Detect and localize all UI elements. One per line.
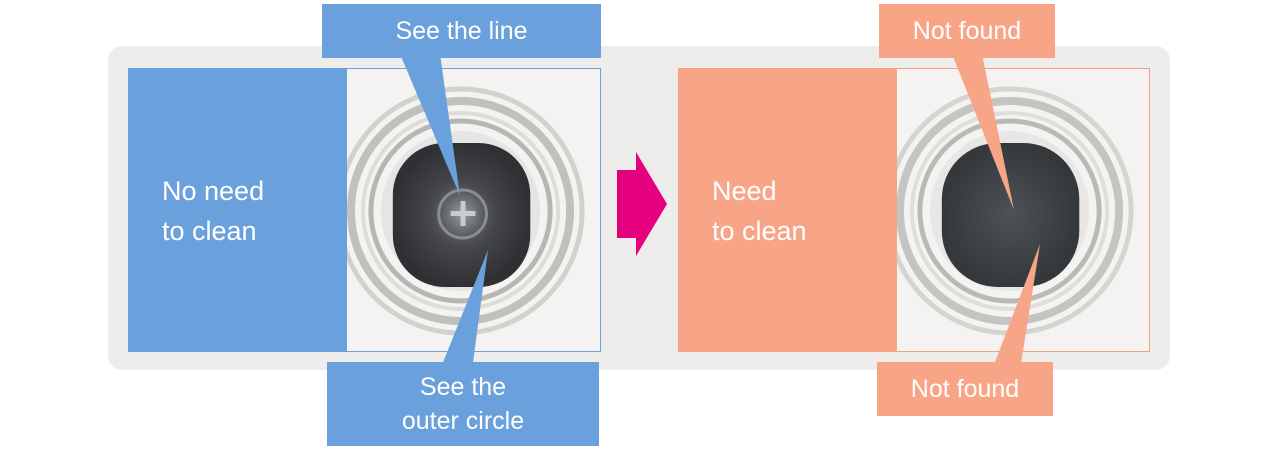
see-line-callout: See the line [322, 4, 601, 58]
dirty-lens-image [897, 86, 1134, 336]
dirty-status-block: Need to clean [679, 69, 897, 351]
dirty-state-panel: Need to clean [678, 68, 1150, 352]
clean-state-panel: No need to clean [128, 68, 601, 352]
dirty-status-label: Need to clean [712, 176, 807, 246]
dirty-lens-photo [897, 69, 1149, 351]
not-found-top-callout: Not found [879, 4, 1055, 58]
clean-lens-photo [347, 69, 600, 351]
clean-status-label: No need to clean [162, 176, 265, 246]
see-outer-circle-callout: See the outer circle [327, 362, 599, 446]
clean-status-block: No need to clean [129, 69, 347, 351]
clean-lens-image [347, 86, 585, 336]
not-found-bottom-callout: Not found [877, 362, 1053, 416]
